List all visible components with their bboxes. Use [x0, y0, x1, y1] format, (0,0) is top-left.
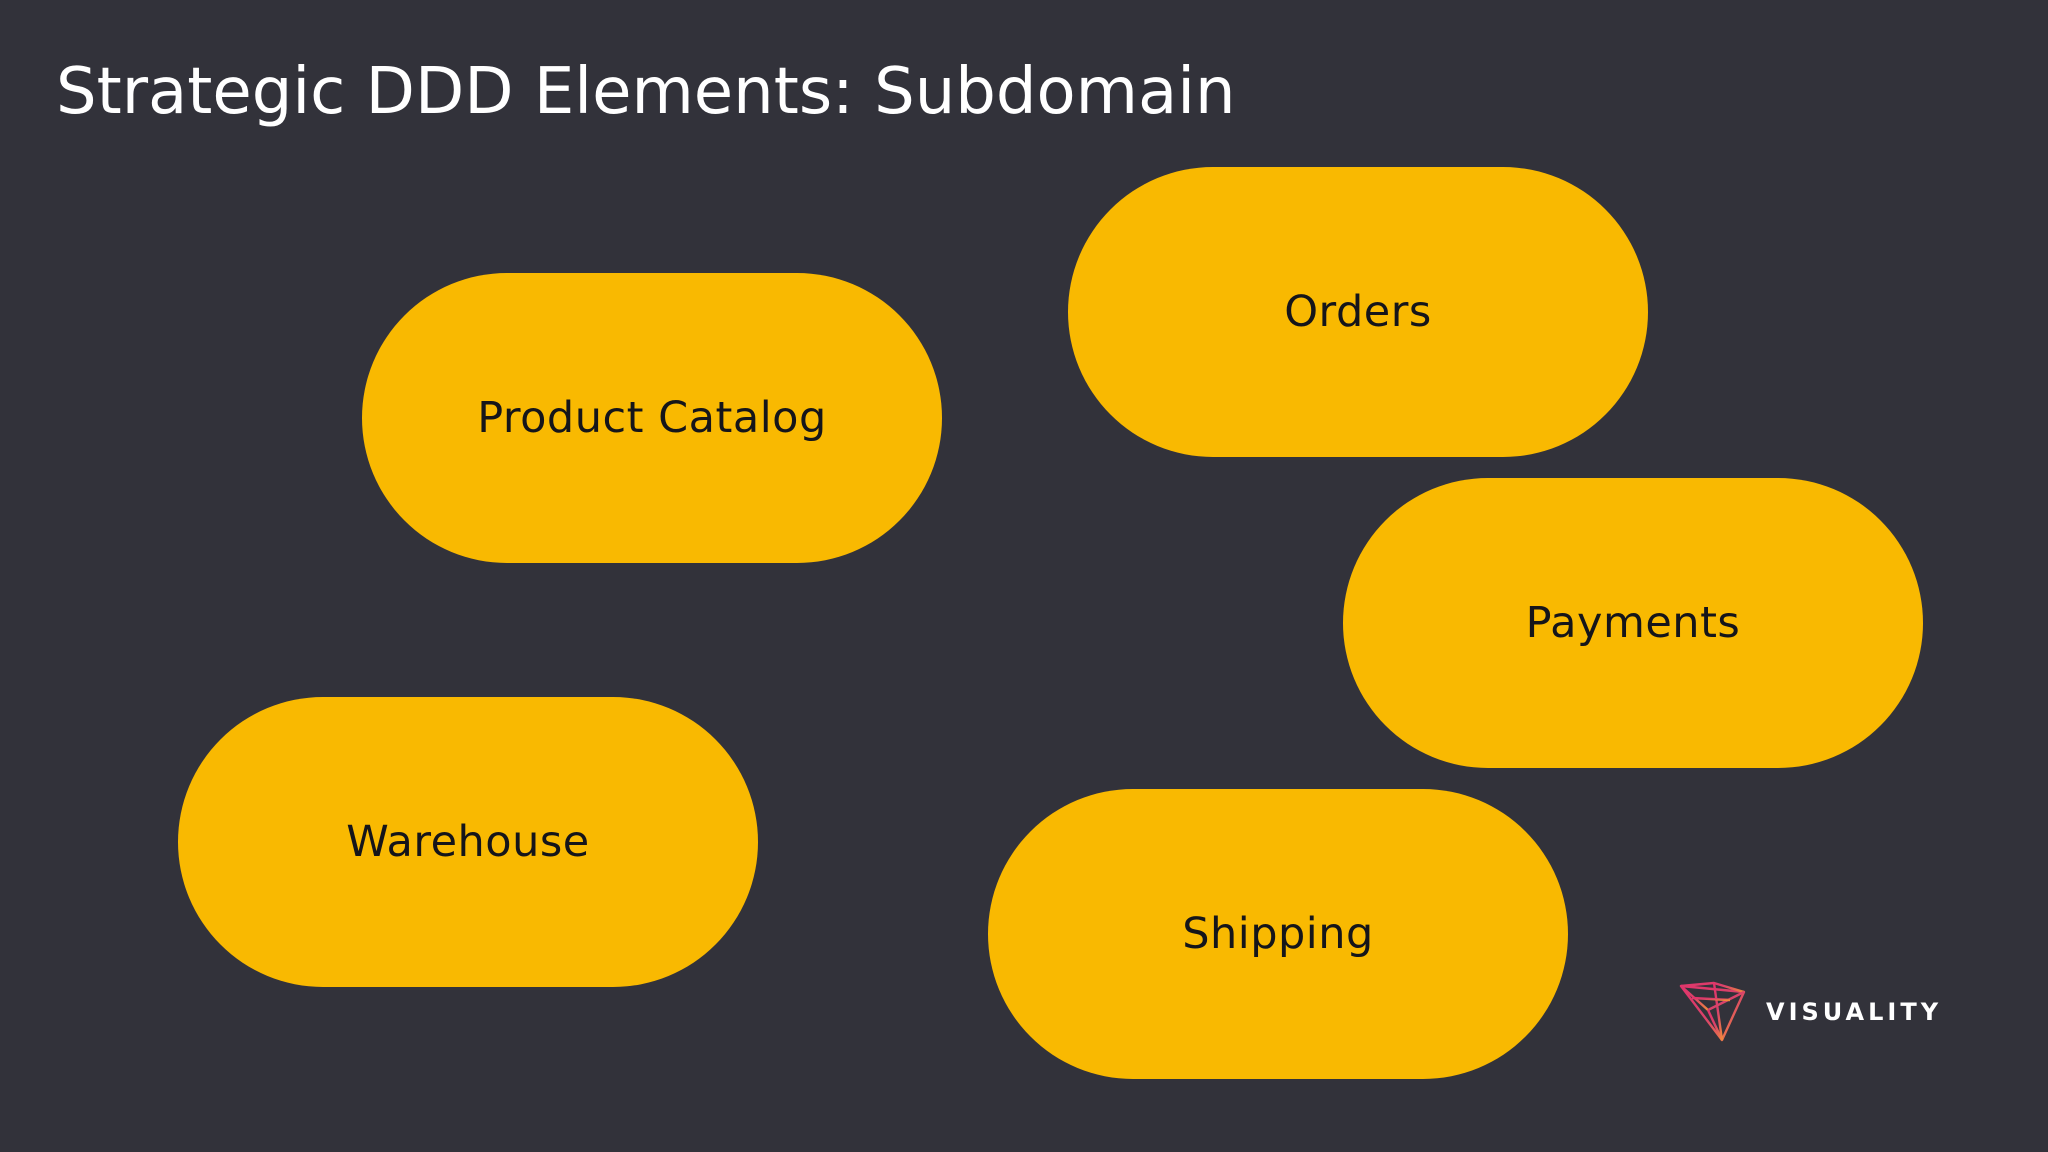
subdomain-label: Warehouse — [346, 817, 590, 867]
subdomain-label: Shipping — [1182, 909, 1374, 959]
visuality-logo: VISUALITY — [1678, 980, 1942, 1044]
subdomain-product-catalog: Product Catalog — [362, 273, 942, 563]
subdomain-shipping: Shipping — [988, 789, 1568, 1079]
subdomain-label: Orders — [1284, 287, 1432, 337]
subdomain-payments: Payments — [1343, 478, 1923, 768]
logo-wordmark: VISUALITY — [1766, 998, 1943, 1026]
slide-title: Strategic DDD Elements: Subdomain — [56, 55, 1236, 129]
subdomain-warehouse: Warehouse — [178, 697, 758, 987]
subdomain-label: Product Catalog — [477, 393, 827, 443]
subdomain-orders: Orders — [1068, 167, 1648, 457]
subdomain-label: Payments — [1525, 598, 1741, 648]
visuality-logo-icon — [1679, 981, 1746, 1042]
